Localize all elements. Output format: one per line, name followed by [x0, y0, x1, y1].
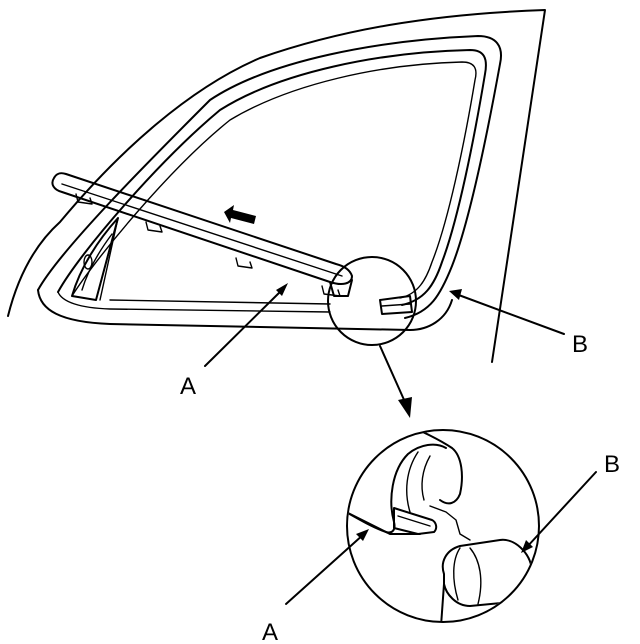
clip-b: [379, 295, 413, 315]
door-frame: [7, 9, 546, 363]
arrow-left-icon: [224, 205, 256, 224]
leader-b-main: [449, 289, 565, 335]
arrow-down-icon: [379, 345, 412, 418]
label-a-main: A: [180, 373, 196, 400]
label-b-detail: B: [604, 451, 620, 478]
molding-strip-a: [51, 172, 353, 297]
label-a-detail: A: [262, 619, 278, 644]
label-b-main: B: [572, 331, 588, 358]
leader-a-detail: [285, 529, 369, 605]
detail-callout-circle: [327, 256, 417, 346]
leader-b-detail: [521, 471, 597, 553]
detail-view: [346, 429, 540, 623]
leader-a-main: [204, 283, 288, 367]
